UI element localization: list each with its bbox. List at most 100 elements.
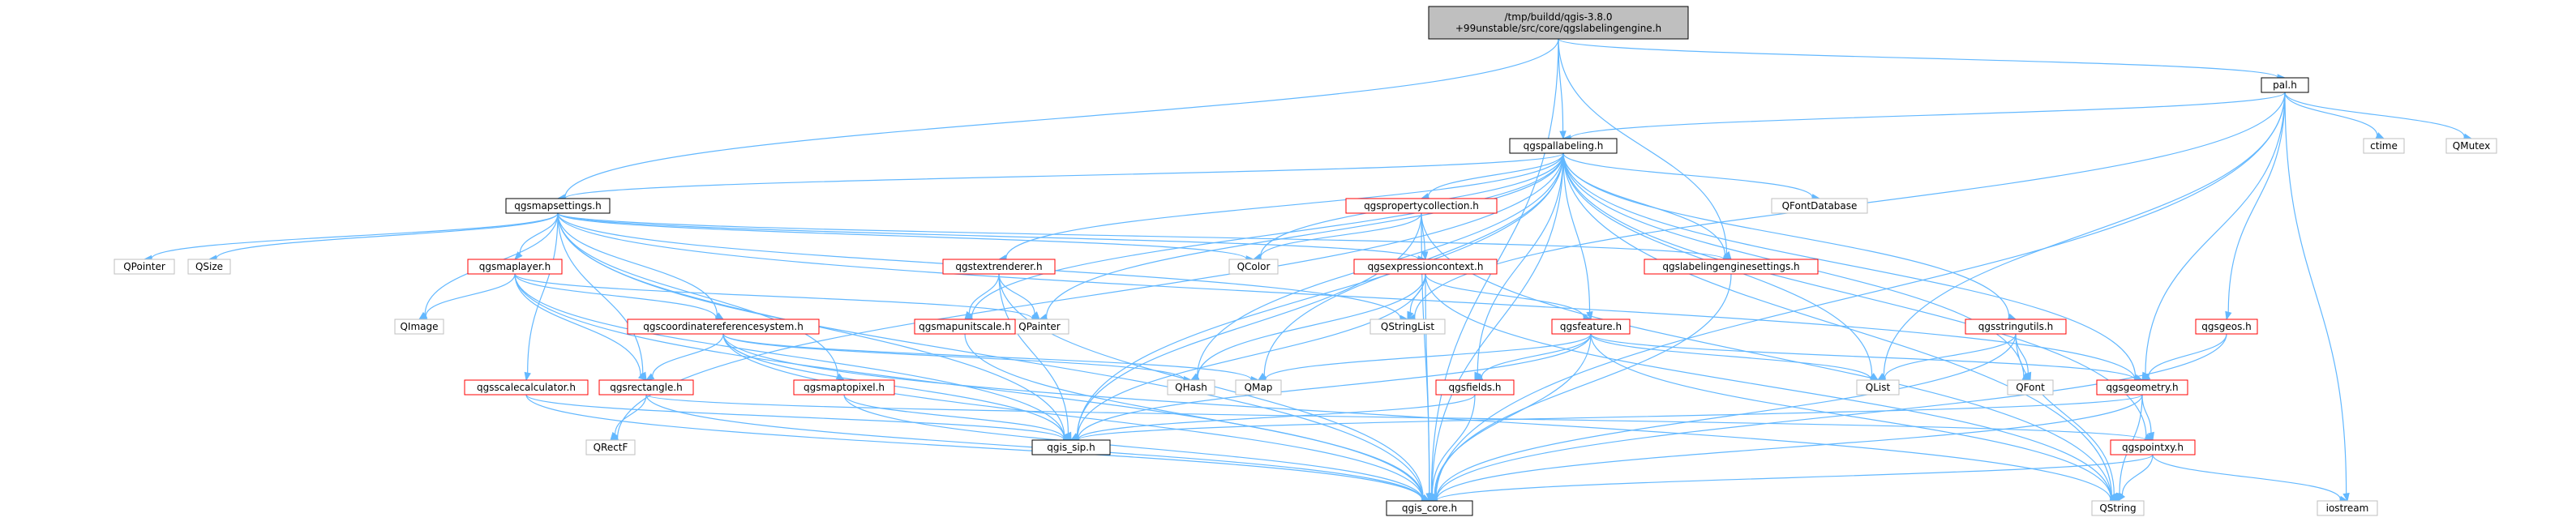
node-label: QRectF <box>594 442 628 453</box>
edge-textrend-to-qpainter <box>998 273 1040 321</box>
edge-maplayer-to-rectangle <box>514 273 648 381</box>
edge-maplayer-to-qgissip <box>514 273 1073 442</box>
node-label: QStringList <box>1381 321 1435 332</box>
edge-pointxy-to-qstring <box>2117 454 2154 502</box>
node-box <box>2007 379 2054 396</box>
node-qrectf: QRectF <box>585 439 636 455</box>
node-root[interactable]: /tmp/buildd/qgis-3.8.0+99unstable/src/co… <box>1428 6 1689 40</box>
node-feature[interactable]: qgsfeature.h <box>1551 319 1631 335</box>
node-box <box>2096 379 2188 396</box>
node-qgissip[interactable]: qgis_sip.h <box>1031 439 1111 455</box>
edge-pallabeling-to-qgissip <box>1069 152 1564 441</box>
node-box <box>793 379 895 396</box>
node-box <box>598 379 694 396</box>
node-label: qgsmapunitscale.h <box>919 321 1011 332</box>
edge-pal-to-geometry <box>2141 92 2286 382</box>
node-pallabeling[interactable]: qgspallabeling.h <box>1509 138 1618 154</box>
node-label: qgslabelingenginesettings.h <box>1662 261 1799 272</box>
edge-layer <box>143 38 2473 504</box>
node-geometry[interactable]: qgsgeometry.h <box>2096 379 2188 396</box>
edge-maptopixel-to-qgissip <box>843 394 1073 443</box>
node-qpainter: QPainter <box>1009 319 1069 335</box>
node-label: QFontDatabase <box>1782 200 1858 212</box>
edge-labelengset-to-qgiscore <box>1428 273 1732 502</box>
node-box <box>1031 439 1111 455</box>
node-box <box>1428 6 1689 40</box>
edge-mapsettings-to-scalecalc <box>524 212 559 382</box>
node-box <box>2195 319 2258 335</box>
node-box <box>1345 198 1498 214</box>
edge-pal-to-pallabeling <box>1562 92 2286 142</box>
edge-pallabeling-to-stringutils <box>1562 152 2017 320</box>
node-label: qgstextrenderer.h <box>955 261 1042 272</box>
node-stringutils[interactable]: qgsstringutils.h <box>1965 319 2067 335</box>
edge-maplayer-to-qpainter <box>514 273 1041 323</box>
node-layer: /tmp/buildd/qgis-3.8.0+99unstable/src/co… <box>114 6 2497 516</box>
edge-pal-to-geos <box>2225 92 2286 321</box>
edge-pointxy-to-qgiscore <box>1428 454 2154 504</box>
node-fields[interactable]: qgsfields.h <box>1435 379 1515 396</box>
node-textrend[interactable]: qgstextrenderer.h <box>942 259 1056 275</box>
node-box <box>1228 259 1279 275</box>
edge-coordref-to-rectangle <box>645 333 724 381</box>
node-label: qgsstringutils.h <box>1978 321 2054 332</box>
node-rectangle[interactable]: qgsrectangle.h <box>598 379 694 396</box>
node-label: qgsmaptopixel.h <box>804 382 885 393</box>
node-box <box>585 439 636 455</box>
node-propcoll[interactable]: qgspropertycollection.h <box>1345 198 1498 214</box>
node-box <box>1353 259 1498 275</box>
edge-pallabeling-to-pointxy <box>1562 152 2154 441</box>
node-exprctx[interactable]: qgsexpressioncontext.h <box>1353 259 1498 275</box>
edge-mapsettings-to-qsize <box>208 212 559 262</box>
node-qgiscore[interactable]: qgis_core.h <box>1386 500 1473 516</box>
node-qmap: QMap <box>1235 379 1282 396</box>
node-maptopixel[interactable]: qgsmaptopixel.h <box>793 379 895 396</box>
node-geos[interactable]: qgsgeos.h <box>2195 319 2258 335</box>
node-qimage: QImage <box>394 319 444 335</box>
node-box <box>2445 138 2497 154</box>
node-mapsettings[interactable]: qgsmapsettings.h <box>505 198 611 214</box>
node-box <box>1167 379 1215 396</box>
edge-pallabeling-to-qpainter <box>1038 152 1564 321</box>
node-box <box>1771 198 1868 214</box>
node-qstringlist: QStringList <box>1369 319 1446 335</box>
node-label: qgscoordinatereferencesystem.h <box>643 321 804 332</box>
node-label: QHash <box>1175 382 1207 393</box>
edge-mapsettings-to-maptopixel <box>557 212 846 381</box>
node-scalecalc[interactable]: qgsscalecalculator.h <box>464 379 589 396</box>
node-qfont: QFont <box>2007 379 2054 396</box>
edge-maptopixel-to-qgiscore <box>843 394 1431 503</box>
node-coordref[interactable]: qgscoordinatereferencesystem.h <box>627 319 820 335</box>
edge-pallabeling-to-qrectf <box>609 152 1564 442</box>
node-pointxy[interactable]: qgspointxy.h <box>2110 439 2196 455</box>
node-mapunitscale[interactable]: qgsmapunitscale.h <box>914 319 1016 335</box>
node-box <box>1965 319 2067 335</box>
node-label: qgspallabeling.h <box>1524 140 1604 152</box>
node-pal[interactable]: pal.h <box>2261 77 2309 93</box>
edge-exprctx-to-qgiscore <box>1425 273 1434 502</box>
edge-mapsettings-to-exprctx <box>557 212 1427 263</box>
node-label: qgsmapsettings.h <box>514 200 601 212</box>
node-label: /tmp/buildd/qgis-3.8.0 <box>1505 11 1613 23</box>
edge-pal-to-qgiscore <box>1428 92 2286 502</box>
node-box <box>1235 379 1282 396</box>
node-qpointer: QPointer <box>114 259 175 275</box>
node-label: iostream <box>2326 502 2369 514</box>
node-label: qgis_core.h <box>1402 502 1457 514</box>
node-box <box>464 379 589 396</box>
node-maplayer[interactable]: qgsmaplayer.h <box>467 259 563 275</box>
edge-root-to-pal <box>1558 38 2287 81</box>
node-box <box>1435 379 1515 396</box>
edge-textrend-to-qgissip <box>998 273 1072 442</box>
edge-pal-to-qmutex <box>2284 92 2473 140</box>
node-label: qgis_sip.h <box>1047 442 1095 453</box>
node-box <box>914 319 1016 335</box>
edge-feature-to-geometry <box>1590 333 2144 383</box>
node-label: qgsscalecalculator.h <box>477 382 576 393</box>
node-labelengset[interactable]: qgslabelingenginesettings.h <box>1644 259 1819 275</box>
edge-coordref-to-qgissip <box>722 333 1073 442</box>
node-qsize: QSize <box>187 259 231 275</box>
edge-mapsettings-to-rectangle <box>557 212 647 382</box>
node-qstring: QString <box>2091 500 2145 516</box>
